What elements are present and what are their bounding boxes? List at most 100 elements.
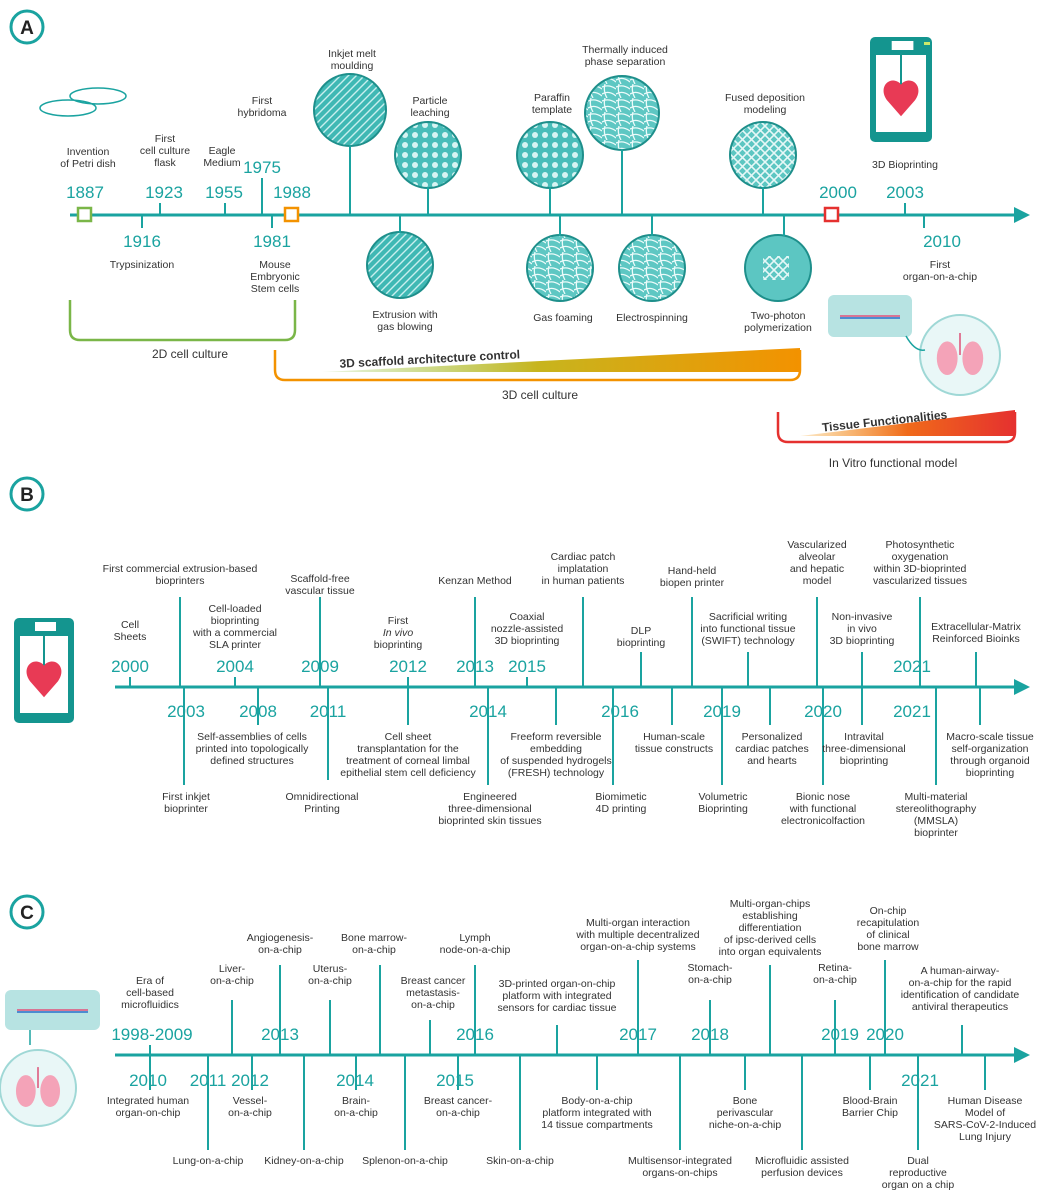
year-b-2015: 2015 xyxy=(508,657,546,676)
petri-dish-icon xyxy=(39,99,97,117)
year-1887: 1887 xyxy=(66,183,104,202)
lung-icon-c-right-lobe xyxy=(40,1075,61,1108)
label-electrospinning: Electrospinning xyxy=(616,312,688,324)
thermal-phase-image xyxy=(586,77,658,149)
bracket-3d xyxy=(273,350,802,382)
label-breast-cancer-on-a-chip: Breast cancer-on-a-chip xyxy=(424,1095,493,1119)
lung-icon-left-lobe xyxy=(936,341,958,376)
year-1923: 1923 xyxy=(145,183,183,202)
band-in-vitro-functional-model: In Vitro functional model xyxy=(829,456,958,470)
band-2d-cell-culture: 2D cell culture xyxy=(152,347,228,361)
year-1916: 1916 xyxy=(123,232,161,251)
label-brain-on-a-chip: Brain-on-a-chip xyxy=(334,1095,378,1119)
panel-label-b-circle xyxy=(9,476,45,512)
inkjet-melt-image xyxy=(315,75,385,145)
year-b-2009: 2009 xyxy=(301,657,339,676)
year-2003: 2003 xyxy=(886,183,924,202)
lung-icon-c-left-lobe xyxy=(15,1075,36,1108)
lung-icon-right-lobe xyxy=(962,341,984,376)
tissue-gradient-wedge xyxy=(800,410,1015,436)
bracket-2d xyxy=(68,300,297,342)
label-first-in-vivo-3: bioprinting xyxy=(374,639,423,651)
label-first-in-vivo-1: First xyxy=(388,615,408,627)
year-c-bottom-2015: 2015 xyxy=(436,1071,474,1090)
extrusion-gas-image xyxy=(368,233,432,297)
year-c-bottom-2012: 2012 xyxy=(231,1071,269,1090)
axis-arrowhead xyxy=(1014,679,1030,695)
axis-arrowhead xyxy=(1014,207,1030,223)
fused-deposition-image xyxy=(731,123,795,187)
axis-arrowhead xyxy=(1014,1047,1030,1063)
year-1981: 1981 xyxy=(253,232,291,251)
bracket-tissue xyxy=(776,412,1017,444)
year-b-2000: 2000 xyxy=(111,657,149,676)
year-c-1998: 1998-2009 xyxy=(111,1025,192,1044)
label-angiogenesis-on-a-chip: Angiogenesis-on-a-chip xyxy=(247,932,314,956)
panel-label-c: C xyxy=(20,903,34,924)
marker-1988 xyxy=(283,206,300,223)
marker-2000 xyxy=(823,206,840,223)
panel-label-a: A xyxy=(20,18,34,39)
bioprinter-icon-b-screen xyxy=(35,622,56,631)
label-splenon-on-a-chip: Splenon-on-a-chip xyxy=(362,1155,448,1167)
panel-label-c-circle xyxy=(9,894,45,930)
panel-label-a-circle xyxy=(9,9,45,45)
lattice-cube-icon xyxy=(763,256,789,280)
label-skin-on-a-chip: Skin-on-a-chip xyxy=(486,1155,554,1167)
year-c-bottom-2010: 2010 xyxy=(129,1071,167,1090)
year-2000: 2000 xyxy=(819,183,857,202)
gas-foaming-image xyxy=(528,236,592,300)
year-b-bottom-2016: 2016 xyxy=(601,702,639,721)
printer-led xyxy=(924,42,930,45)
year-b-2012: 2012 xyxy=(389,657,427,676)
heart-icon xyxy=(883,80,919,117)
label-3d-bioprinting: 3D Bioprinting xyxy=(872,159,938,171)
year-b-bottom-2021: 2021 xyxy=(893,702,931,721)
electrospinning-image xyxy=(620,236,684,300)
